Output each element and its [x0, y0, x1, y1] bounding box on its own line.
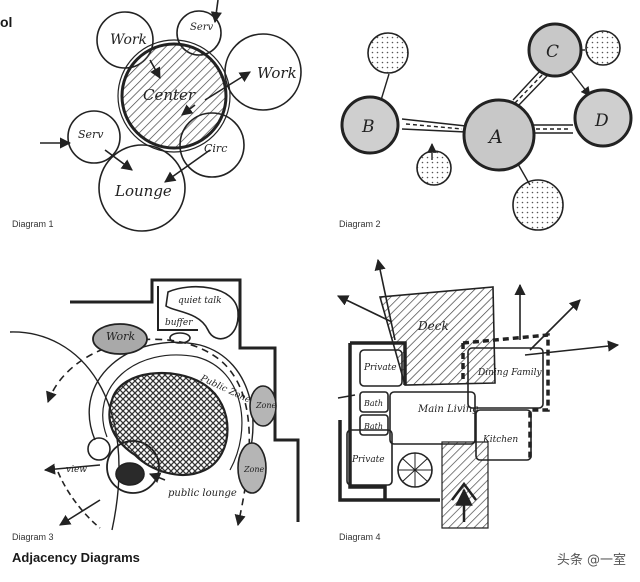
room-private-2 [346, 429, 393, 486]
label-zone-right-2: Zone [243, 465, 265, 474]
label-c: C [546, 42, 559, 62]
small-node [87, 437, 111, 461]
center-bubble [120, 42, 228, 150]
label-private-1: Private [363, 363, 397, 373]
label-deck: Deck [417, 319, 449, 333]
page-title: Adjacency Diagrams [12, 550, 140, 565]
corner-title-fragment: ol [0, 14, 13, 30]
room-main-living [389, 391, 476, 445]
diagram-1 [40, 0, 302, 232]
arrow-work-center [149, 59, 161, 79]
lounge-bubble [98, 144, 186, 232]
serv-bubble-2 [67, 110, 121, 164]
outer-walls-right [461, 333, 550, 460]
connector-b-a-dashes [405, 123, 463, 130]
node-bottom-right [512, 179, 564, 231]
label-bath-1: Bath [363, 399, 383, 408]
public-lounge-core [115, 462, 145, 486]
node-d [573, 88, 633, 148]
label-quiet-talk: quiet talk [178, 296, 222, 306]
view-arrow-right [524, 340, 620, 356]
room-bath-1 [359, 391, 389, 413]
caption-diagram-1: Diagram 1 [12, 219, 54, 229]
label-work-2: Work [257, 64, 297, 82]
public-zone-core [108, 371, 229, 476]
label-work-1: Work [110, 32, 147, 48]
diagram-3 [9, 278, 300, 531]
sweep-curve [9, 331, 120, 531]
label-a: A [487, 126, 503, 148]
lounge-ring [106, 440, 160, 494]
watermark: 头条 @一室 [556, 553, 626, 568]
quiet-talk-zone [165, 286, 239, 340]
label-private-2: Private [351, 455, 385, 465]
label-circ: Circ [204, 142, 227, 155]
arrow-center-circ [181, 104, 196, 116]
label-main-living: Main Living [417, 404, 479, 415]
right-zone-1 [249, 385, 277, 427]
arrow-serv-lounge [104, 149, 133, 171]
node-b [340, 95, 400, 155]
label-bath-2: Bath [363, 422, 383, 431]
inner-wall [157, 286, 198, 331]
center-bubble-outline [117, 39, 231, 153]
label-d: D [594, 111, 609, 131]
arrow-c-d [569, 69, 591, 97]
label-zone-right: Zone [255, 401, 277, 410]
label-serv-1: Serv [190, 22, 214, 33]
lounge-arrow [148, 472, 166, 483]
view-arrow-2 [59, 499, 101, 526]
buffer-small [169, 332, 191, 344]
label-view: view [66, 465, 87, 475]
diagram-4 [336, 258, 620, 529]
room-private-1 [359, 349, 403, 387]
arrow-circ-lounge [164, 149, 211, 183]
label-b: B [361, 117, 375, 137]
outer-walls-left [338, 341, 440, 502]
label-lounge: Lounge [114, 182, 172, 200]
label-dining-family: Dining Family [477, 368, 542, 378]
diagram-2 [340, 22, 633, 231]
view-arrow [43, 463, 101, 475]
node-bottom-left [416, 150, 452, 186]
arrow-top-serv [210, 0, 222, 24]
view-arrow-left [336, 295, 393, 323]
right-zone-2 [237, 442, 267, 494]
entry-arrow-head [451, 481, 477, 501]
arrow-center-work [204, 71, 251, 101]
label-work-3: Work [106, 330, 135, 343]
label-center: Center [143, 86, 196, 104]
deck [378, 286, 496, 386]
connector-a-c-dashes [514, 72, 545, 104]
public-ring-inner [102, 354, 243, 471]
node-top-left [367, 32, 409, 74]
room-dining-family [467, 347, 544, 409]
view-arrow-up-left [374, 258, 396, 341]
connector-a-c [512, 69, 548, 107]
feature-circle-lines [398, 453, 432, 487]
public-ring-outer [88, 341, 254, 481]
work-zone [92, 323, 148, 355]
label-kitchen: Kitchen [482, 435, 518, 445]
room-bath-2 [359, 414, 389, 436]
label-public-lounge: public lounge [168, 488, 237, 499]
node-c [527, 22, 583, 78]
circ-bubble [179, 112, 245, 178]
circulation-dashed-2 [57, 471, 101, 529]
connector-b-a [401, 118, 467, 133]
label-serv-2: Serv [78, 128, 104, 141]
room-kitchen [475, 409, 532, 461]
site-wall [70, 278, 300, 522]
view-arrow-up-right [529, 299, 581, 351]
node-a [462, 98, 536, 172]
wall-stub [337, 394, 356, 399]
caption-diagram-4: Diagram 4 [339, 532, 381, 542]
connector-a-d [533, 124, 573, 134]
node-top-right [585, 30, 621, 66]
label-buffer: buffer [165, 318, 193, 328]
caption-diagram-2: Diagram 2 [339, 219, 381, 229]
caption-diagram-3: Diagram 3 [12, 532, 54, 542]
